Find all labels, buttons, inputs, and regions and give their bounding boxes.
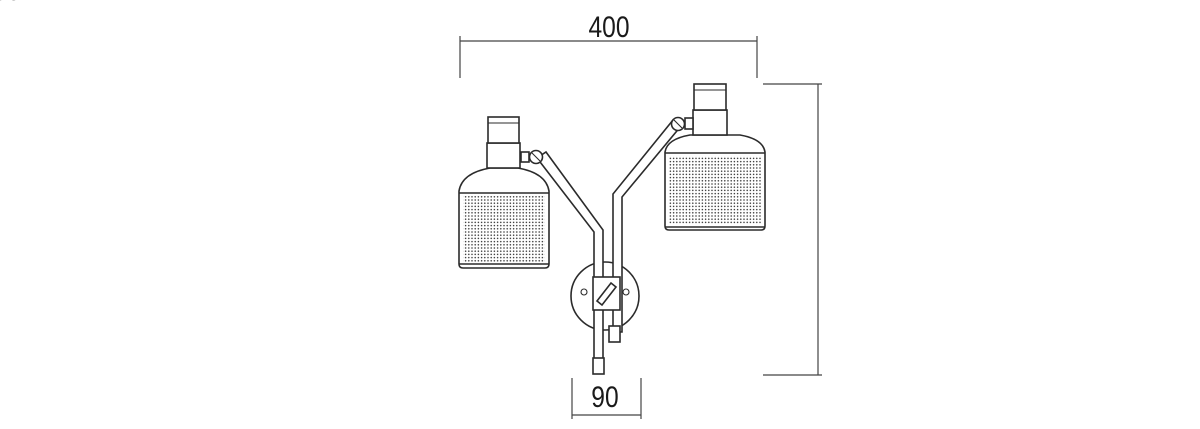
right-bulb-cap [693, 83, 727, 111]
height-dimension: 350 [0, 0, 822, 376]
height-value: 350 [0, 0, 21, 7]
left-bulb-cap [487, 116, 520, 144]
left-joint-mark [531, 152, 541, 162]
right-lamp-head [664, 83, 766, 231]
base-dimension: 90 [571, 378, 642, 419]
plate-screw-left [580, 288, 588, 296]
right-joint-block [684, 117, 694, 130]
left-arm [535, 150, 605, 375]
right-socket-collar [692, 109, 728, 136]
width-dimension: 400 [459, 10, 758, 78]
width-value: 400 [588, 10, 629, 44]
left-shade-mesh [463, 196, 545, 262]
left-joint-block [520, 151, 530, 163]
left-socket-collar [486, 142, 521, 169]
base-value: 90 [591, 380, 618, 414]
right-shade-mesh [669, 156, 761, 224]
left-lamp-head [458, 116, 550, 269]
plate-screw-right [622, 288, 630, 296]
right-joint-mark [673, 119, 683, 129]
switch-toggle [595, 281, 618, 307]
left-arm-end-cap [592, 357, 605, 375]
right-arm-end-cap [608, 325, 621, 343]
switch-block [592, 276, 621, 311]
